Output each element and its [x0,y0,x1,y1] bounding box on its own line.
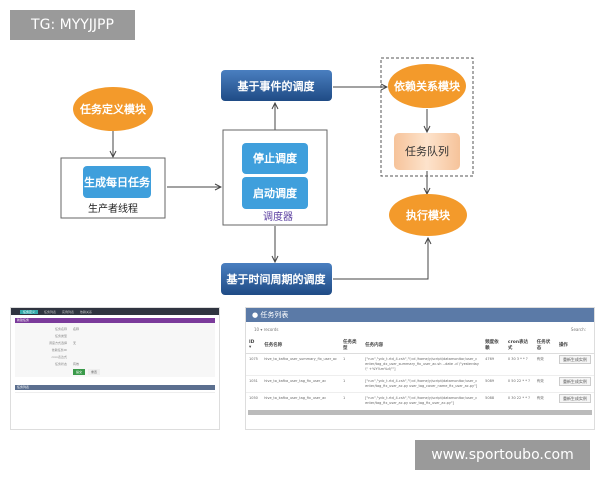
producer-inner-box [83,166,151,198]
cell-name: hive_to_kafka_user_summary_fix_user_ac [261,353,340,376]
submit-button[interactable]: 提交 [73,369,86,375]
task-list-screenshot: ● 任务列表 10 ▾ records Search: ID ▾ 任务名称 任务类… [245,307,595,430]
cell-type: 1 [339,353,363,376]
col-header: 操作 [555,337,594,354]
watermark-bottom-right: www.sportoubo.com [415,440,590,470]
regenerate-instance-button[interactable]: 重新生成实例 [558,377,591,386]
reset-button[interactable]: 重置 [88,369,101,375]
cell-op: 重新生成实例 [555,392,594,409]
dependency-label: 依赖关系模块 [394,79,461,93]
cell-content: ["run","ydc_t.rtd_4.csh","\'cd /home/y/s… [362,392,483,409]
form-label: 任务状态 [54,361,67,366]
scheduler-label: 调度器 [263,210,293,223]
col-header[interactable]: ID ▾ [246,337,262,354]
cell-name: hive_to_kafka_user_tag_fix_user_ac [261,375,340,393]
event-schedule-label: 基于事件的调度 [237,79,316,93]
task-queue-label: 任务队列 [405,144,449,158]
list-title-bar: 任务列表 [15,385,215,390]
nav-item[interactable]: 任务列表 [44,309,57,314]
cell-type: 1 [339,375,363,393]
task-list-header: ● 任务列表 [246,308,594,322]
cell-op: 重新生成实例 [555,375,594,393]
cell-freq: 5089 [482,375,505,393]
start-schedule-box [242,177,308,209]
watermark-top-left: TG: MYYJJPP [10,10,135,40]
cell-cron: 0 30 3 * * ? [504,353,534,376]
cell-status: 有效 [533,353,556,376]
cell-content: ["run","ydc_t.rtd_4.csh","\'cd /home/y/s… [362,353,483,376]
time-schedule-box [221,263,332,295]
regenerate-instance-button[interactable]: 重新生成实例 [558,355,591,364]
form-label: cron表达式 [51,354,67,359]
exec-label: 执行模块 [406,208,451,222]
producer-inner-label: 生成每日任务 [84,175,151,189]
cell-id: 1075 [246,353,262,376]
stop-schedule-box [242,143,308,174]
nav-bar: 任务定义 任务列表 实例列表 依赖关系 [11,308,219,315]
producer-label: 生产者线程 [88,202,138,215]
col-header[interactable]: 任务名称 [261,337,340,354]
cell-content: ["run","ydc_t.rtd_4.csh","\'cd /home/y/s… [362,375,483,393]
dependency-group-box [380,57,474,177]
nav-item[interactable]: 依赖关系 [80,309,93,314]
start-schedule-label: 启动调度 [253,186,298,200]
col-header[interactable]: 频度依赖 [482,337,505,354]
col-header[interactable]: 任务类型 [339,337,363,354]
cell-id: 1051 [246,375,262,393]
col-header[interactable]: 任务状态 [533,337,556,354]
task-def-label: 任务定义模块 [79,102,147,116]
form-select[interactable]: 有效 [73,361,80,366]
horizontal-scrollbar[interactable] [248,410,592,415]
event-schedule-box [221,70,332,101]
cell-cron: 0 50 22 * * ? [504,375,534,393]
cell-status: 有效 [533,392,556,409]
form-field[interactable]: 名称 [73,326,80,331]
exec-module [389,194,467,236]
stop-schedule-label: 停止调度 [253,151,298,165]
nav-item[interactable]: 实例列表 [62,309,75,314]
task-list-title: 任务列表 [260,311,289,319]
arrow-time-exec [333,238,428,280]
col-header[interactable]: 任务内容 [362,337,483,354]
cell-name: hive_to_kafka_user_tag_fix_user_ac [261,392,340,409]
form-label: 任务名称 [54,326,67,331]
task-def-module [73,87,153,131]
dependency-module [388,64,466,108]
col-header[interactable]: cron表达式 [504,337,534,354]
form-label: 任务类型 [54,333,67,338]
nav-item[interactable]: 任务定义 [20,309,39,314]
search-label: Search: [570,327,586,332]
time-schedule-label: 基于时间周期的调度 [226,272,327,286]
task-queue [394,133,460,170]
form-title-bar: 新建任务 [15,318,215,323]
cell-cron: 0 30 22 * * ? [504,392,534,409]
task-definition-screenshot: 任务定义 任务列表 实例列表 依赖关系 新建任务 任务名称 名称 任务类型 调度方… [10,307,220,430]
regenerate-instance-button[interactable]: 重新生成实例 [558,394,591,403]
flow-diagram: 任务定义模块 生成每日任务 生产者线程 停止调度 启动调度 调度器 基于事件的调… [60,57,474,295]
cell-status: 有效 [533,375,556,393]
form-label: 依赖任务ID [51,347,67,352]
form-label: 调度方式选择 [48,340,67,345]
mini-table [15,392,215,414]
form-select[interactable]: 无 [73,340,77,345]
cell-freq: 4769 [482,353,505,376]
cell-op: 重新生成实例 [555,353,594,376]
cell-freq: 5088 [482,392,505,409]
cell-type: 1 [339,392,363,409]
page-length-select[interactable]: 10 ▾ records [254,327,279,332]
task-form: 任务名称 名称 任务类型 调度方式选择 无 依赖任务ID cron表达式 任务状态 有… [15,323,215,377]
task-table: ID ▾ 任务名称 任务类型 任务内容 频度依赖 cron表达式 任务状态 操作… [246,337,594,409]
cell-id: 1050 [246,392,262,409]
